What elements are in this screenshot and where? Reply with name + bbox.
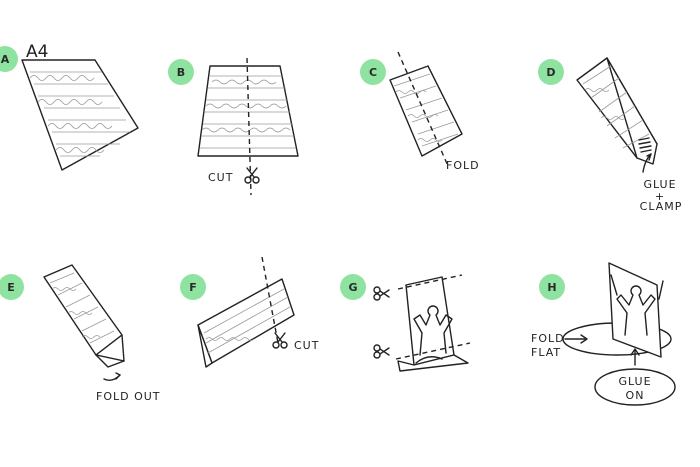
glue-plus-label: + [654,190,666,203]
cut-line [261,256,279,344]
sheet-pattern [200,75,296,149]
strip-pattern [582,65,650,149]
sheet-pattern [29,71,130,157]
clamp-label: CLAMP [639,200,683,213]
strip-fold-out [43,264,125,382]
cut-line-bottom [395,342,471,360]
cut-label: CUT [294,339,320,352]
strip-pattern [49,272,115,344]
step-badge-h: H [539,274,565,300]
step-a: A A4 [0,40,170,240]
strip-pattern [393,73,459,147]
a4-sheet [21,59,139,171]
cut-line-top [397,274,463,290]
glue-hatching [638,137,652,153]
step-badge-b: B [168,59,194,85]
strip-with-cut-line [197,256,295,368]
paper-size-label: A4 [26,42,49,62]
scissors-icon [373,286,390,301]
scissors-icon [244,167,260,184]
step-badge-d: D [538,59,564,85]
step-g: G [340,255,520,455]
fold-label: FOLD [446,159,480,172]
glue-oval [594,368,676,406]
folded-strip-glued [576,57,658,173]
fold-label: FOLD [531,332,565,345]
step-b: B CUT [168,40,340,240]
standing-figure-on-base [562,262,676,406]
step-badge-f: F [180,274,206,300]
glue-label: GLUE [643,178,677,191]
step-c: C FOLD [350,40,520,240]
fold-line [397,51,449,167]
on-label: ON [625,389,645,402]
strip-with-fold-line [389,51,463,167]
scissors-icon [272,332,288,349]
step-h: H FOLD FLAT GLUE ON [525,255,695,455]
step-e: E FOLD OUT [0,255,170,455]
step-badge-c: C [360,59,386,85]
cut-line [246,57,252,196]
step-f: F CUT [170,255,340,455]
scissors-icon [373,344,390,359]
fold-out-label: FOLD OUT [96,390,161,403]
flat-label: FLAT [531,346,562,359]
sheet-with-cut-line [197,57,299,196]
figure-cutout-stand [373,274,471,372]
step-badge-g: G [340,274,366,300]
step-d: D GLUE + CLAMP [525,40,695,240]
figure-silhouette [413,305,453,356]
step-badge-a: A [0,46,18,72]
step-badge-e: E [0,274,24,300]
figure-silhouette [616,285,656,336]
cut-label: CUT [208,171,234,184]
glue-label: GLUE [618,375,652,388]
strip-pattern [203,288,291,354]
